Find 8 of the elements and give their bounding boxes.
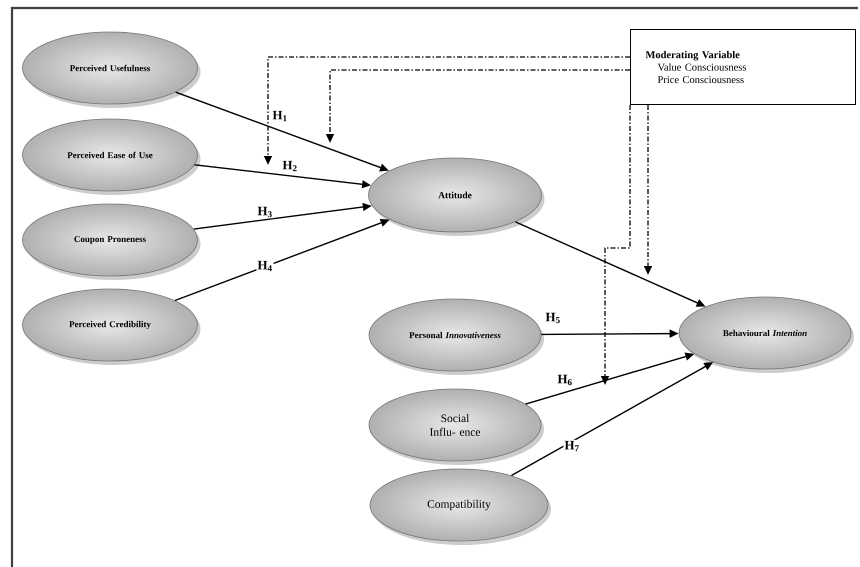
edge-label: H$_{3}$ — [256, 206, 274, 218]
edge-label: H$_{6}$ — [556, 374, 574, 386]
edge-label: H$_{5}$ — [544, 312, 562, 324]
moderator-box: Moderating Variable Value Consciousness Price Consciousness — [630, 29, 856, 105]
edge-label: H$_{7}$ — [563, 440, 581, 452]
edge-label: H$_{1}$ — [271, 110, 289, 122]
edge-label: H$_{2}$ — [281, 160, 299, 172]
edge-label: H$_{4}$ — [256, 260, 274, 272]
